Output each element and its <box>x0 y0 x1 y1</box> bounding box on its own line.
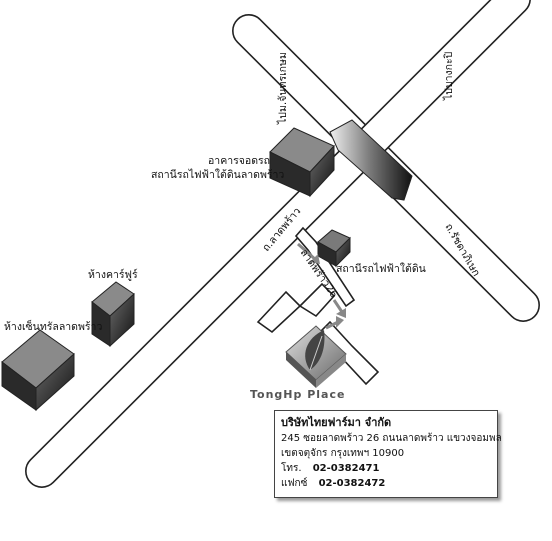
building-central <box>1 329 75 412</box>
arrow-soi-turn-icon <box>332 299 346 318</box>
label-central: ห้างเซ็นทรัลลาดพร้าว <box>4 319 102 333</box>
overpass <box>329 119 413 201</box>
road-soi-branch-a <box>256 290 302 334</box>
phone-label: โทร. <box>281 463 302 474</box>
label-foodland: ห้างคาร์ฟูร์ <box>88 268 138 281</box>
address-line-1: 245 ซอยลาดพร้าว 26 ถนนลาดพร้าว แขวงจอมพล <box>281 433 502 444</box>
label-mrt-lat-phrao: สถานีรถไฟฟ้าใต้ดินลาดพร้าว <box>151 168 284 181</box>
phone-number: 02-0382471 <box>312 463 380 474</box>
address-line-2: เขตจตุจักร กรุงเทพฯ 10900 <box>281 448 405 459</box>
label-to-chandrakasem: ไปม.จันทรเกษม <box>276 52 289 125</box>
road-soi-branch-b <box>298 282 336 318</box>
arrow-soi-entrance-icon <box>297 242 320 264</box>
destination-name: TongHp Place <box>250 388 345 401</box>
company-info-card: บริษัทไทยฟาร์มา จำกัด 245 ซอยลาดพร้าว 26… <box>274 410 502 498</box>
arrow-to-place-icon <box>325 316 344 330</box>
road-lat-phrao <box>25 0 531 488</box>
phone-row: โทร. 02-0382471 <box>281 461 491 476</box>
label-to-bang-kapi: ไปบางกะปิ <box>442 51 455 101</box>
building-parking <box>269 127 335 198</box>
destination-marker <box>285 325 347 388</box>
road-soi-26 <box>294 226 356 308</box>
label-mrt-exit: สถานีรถไฟฟ้าใต้ดิน <box>336 262 426 275</box>
label-parking-building: อาคารจอดรถ <box>208 155 270 167</box>
fax-row: แฟกซ์ 02-0382472 <box>281 476 491 491</box>
building-mrt-exit <box>317 229 351 268</box>
company-name: บริษัทไทยฟาร์มา จำกัด <box>281 416 392 429</box>
fax-number: 02-0382472 <box>318 478 386 489</box>
building-foodland <box>91 281 135 348</box>
fax-label: แฟกซ์ <box>281 478 308 489</box>
leaf-icon <box>305 330 325 370</box>
